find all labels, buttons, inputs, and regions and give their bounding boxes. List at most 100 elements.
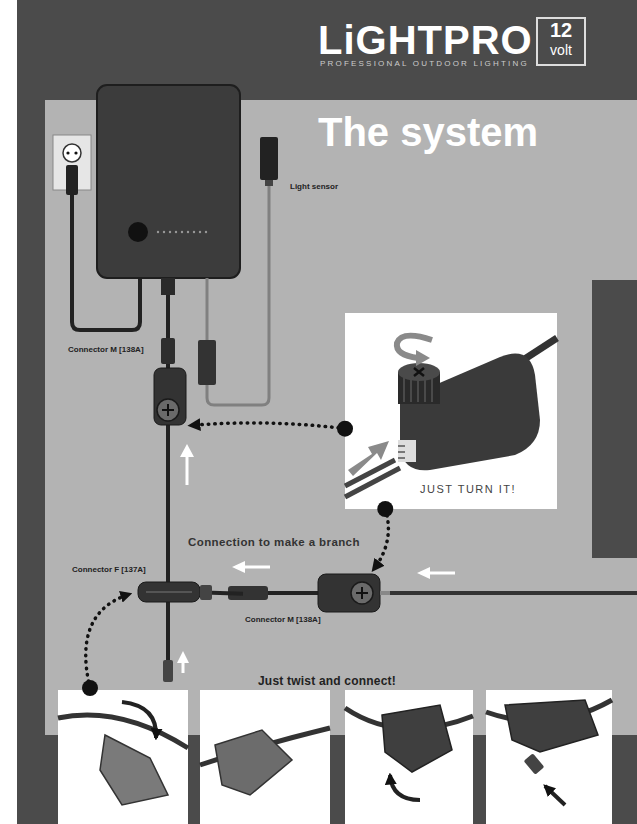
photo-panel <box>58 690 612 824</box>
photo-panel-part <box>345 690 473 824</box>
transformer-part <box>199 231 201 233</box>
connector-f-drawing <box>138 582 212 602</box>
transformer-part <box>181 231 183 233</box>
voltage-unit: volt <box>537 42 585 58</box>
photo-panel-part <box>524 753 545 775</box>
inset-illustration-part <box>345 313 557 509</box>
connector-m-drawing-part <box>154 368 186 425</box>
inset-illustration <box>345 313 557 509</box>
flow-arrow-part <box>180 444 194 457</box>
transformer-part <box>157 231 159 233</box>
photo-panel-part <box>100 735 168 805</box>
connector-m-drawing-part <box>162 404 174 416</box>
branch-cable-part <box>228 586 268 600</box>
inset-illustration-part <box>414 368 424 376</box>
light-sensor-cable-part <box>198 340 216 385</box>
photo-panel-part <box>215 730 292 795</box>
connector-box: Connector M [138A] <box>243 570 383 628</box>
branch-cable-part <box>356 587 368 599</box>
connector-start-dot <box>337 421 353 437</box>
connector-f-drawing-part <box>146 591 192 593</box>
inset-illustration-part <box>398 363 440 381</box>
node-text: Connector F [137A] <box>72 565 146 574</box>
section-note: Connection to make a branch <box>188 536 360 548</box>
brand-tagline: PROFESSIONAL OUTDOOR LIGHTING <box>320 59 529 68</box>
light-sensor-cable-part <box>206 278 209 340</box>
node-text: Light sensor <box>290 182 338 191</box>
flow-arrow-part <box>417 567 430 579</box>
light-sensor-cable <box>198 137 278 405</box>
inset-illustration-part <box>397 336 432 358</box>
wall-outlet-part <box>74 151 77 154</box>
light-sensor-cable-part <box>260 137 278 180</box>
dotted-connector <box>373 509 388 570</box>
branch-cable-part <box>318 574 380 612</box>
connector-f-drawing-part <box>200 585 212 600</box>
wall-outlet-part <box>63 144 81 162</box>
main-cable <box>161 278 175 682</box>
branch-cable-part <box>268 591 320 595</box>
voltage-number: 12 <box>537 19 585 42</box>
leader-line-part <box>82 680 98 696</box>
flow-arrow-part <box>186 455 189 485</box>
inset-illustration-part <box>348 441 389 476</box>
flow-arrow-part <box>243 566 270 569</box>
node-text: Connector M [138A] <box>68 345 144 354</box>
connector-m-drawing-part <box>157 399 179 421</box>
main-cable-part <box>163 660 173 682</box>
photo-panel-part <box>200 690 330 824</box>
inset-panel: JUST TURN IT! <box>345 313 557 509</box>
main-cable-part <box>161 338 175 364</box>
photo-panel-part <box>545 786 565 805</box>
inset-illustration-part <box>398 446 405 458</box>
wall-outlet-part <box>66 151 69 154</box>
light-sensor-cable-part <box>265 180 273 186</box>
branch-cable <box>228 574 637 612</box>
branch-cable-part <box>380 591 390 595</box>
diagram-title: The system <box>318 110 538 155</box>
sensor-label-box: Light sensor <box>256 132 348 192</box>
wall-outlet-part <box>66 165 78 195</box>
inset-illustration-part <box>398 440 416 462</box>
transformer-part <box>193 231 195 233</box>
background-part <box>537 18 585 65</box>
transformer-part <box>97 85 240 278</box>
flow-arrow-part <box>232 561 245 573</box>
node-text: JUST TURN IT! <box>420 483 516 495</box>
leader-line-part <box>86 594 130 688</box>
transformer-part <box>169 231 171 233</box>
section-note: Just twist and connect! <box>258 674 396 688</box>
flow-arrow-part <box>177 651 189 663</box>
background-part <box>0 0 17 824</box>
transformer-part <box>175 231 177 233</box>
dotted-connector <box>190 423 345 429</box>
photo-panel-part <box>58 690 188 824</box>
cable-connector <box>212 591 243 596</box>
main-cable-part <box>166 425 170 664</box>
photo-panel-part <box>505 700 598 752</box>
inset-illustration-part <box>400 354 540 471</box>
transformer-part <box>187 231 189 233</box>
light-sensor-cable-part <box>207 186 269 405</box>
photo-panel-part <box>382 705 452 772</box>
photo-panel-part <box>122 702 156 738</box>
transformer-part <box>128 222 148 242</box>
flow-arrow-part <box>182 662 185 673</box>
connector-f-drawing-part <box>138 582 200 602</box>
connector-box: Connector M [138A] <box>66 340 190 430</box>
branch-cable-part <box>351 582 373 604</box>
background-part <box>592 280 637 558</box>
photo-panel-part <box>390 775 420 800</box>
main-cable-part <box>161 278 175 295</box>
flow-arrow-part <box>428 572 455 575</box>
connector-start-dot <box>377 501 393 517</box>
leader-line <box>82 594 130 696</box>
node-text: Connector M [138A] <box>245 615 321 624</box>
connector-box: Connector F [137A] <box>70 562 212 606</box>
transformer-part <box>163 231 165 233</box>
photo-panel-part <box>58 715 188 748</box>
transformer <box>97 85 240 278</box>
